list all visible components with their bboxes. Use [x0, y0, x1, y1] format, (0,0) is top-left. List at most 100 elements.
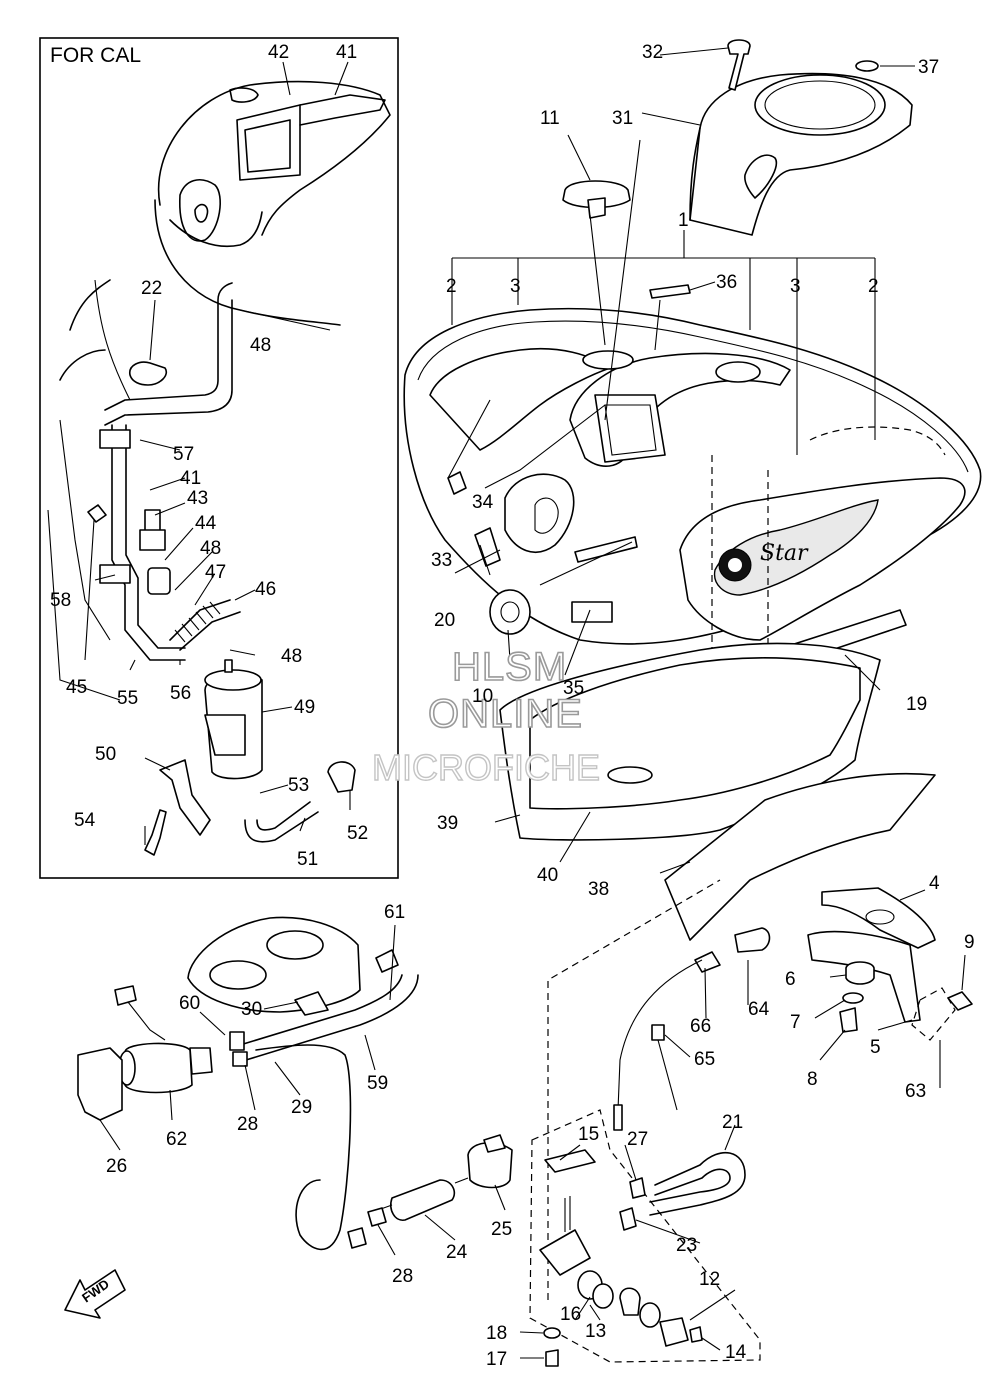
callout-3: 3 — [790, 276, 801, 297]
rollover-valve-43 — [139, 529, 166, 551]
callout-numbers: 1 2 2 3 3 4 5 6 7 8 9 10 11 12 13 14 15 … — [50, 42, 975, 1370]
callout-12: 12 — [699, 1269, 720, 1290]
callout-44: 44 — [195, 513, 217, 534]
part-44 — [147, 567, 171, 595]
damper-26 — [77, 1047, 123, 1121]
callout-8: 8 — [807, 1069, 818, 1090]
bolt-54 — [144, 809, 167, 856]
callout-56: 56 — [170, 683, 191, 704]
callout-36: 36 — [716, 272, 737, 293]
callout-29: 29 — [291, 1097, 312, 1118]
clamp-57 — [99, 429, 131, 449]
callout-26: 26 — [106, 1156, 127, 1177]
damper-36 — [649, 284, 691, 299]
hose-20 — [474, 527, 501, 567]
plate-14 — [659, 1317, 689, 1347]
callout-32: 32 — [642, 42, 663, 63]
callout-41: 41 — [336, 42, 357, 63]
callout-38: 38 — [588, 879, 609, 900]
callout-37: 37 — [918, 57, 939, 78]
callout-20: 20 — [434, 610, 455, 631]
callout-52: 52 — [347, 823, 368, 844]
callout-54: 54 — [74, 810, 96, 831]
clamp-27 — [629, 1177, 646, 1199]
watermark-line-1: HLSM — [452, 645, 567, 689]
tank-logo-text: Star — [760, 541, 809, 566]
callout-15: 15 — [578, 1124, 599, 1145]
clamp-28b — [367, 1207, 387, 1227]
part-52 — [327, 761, 356, 793]
callout-64: 64 — [748, 999, 770, 1020]
callout-66: 66 — [690, 1016, 711, 1037]
damper-10 — [489, 589, 531, 635]
callout-7: 7 — [790, 1012, 801, 1033]
callout-5: 5 — [870, 1037, 881, 1058]
bolt-9 — [947, 991, 973, 1011]
callout-46: 46 — [255, 579, 276, 600]
watermark-line-3: MICROFICHE — [372, 747, 600, 788]
callout-40: 40 — [537, 865, 558, 886]
callout-17: 17 — [486, 1349, 507, 1370]
callout-4: 4 — [929, 873, 940, 894]
callout-62: 62 — [166, 1129, 187, 1150]
callout-3: 3 — [510, 276, 521, 297]
filler-cap-11 — [562, 180, 631, 209]
callout-28: 28 — [392, 1266, 413, 1287]
fuel-tank-assembly: Star — [403, 39, 982, 1300]
fuel-pump-bracket — [594, 394, 666, 463]
fuel-cock-body — [539, 1229, 591, 1276]
grommet-33 — [447, 471, 467, 495]
forward-direction-badge: FWD — [64, 1269, 126, 1319]
hose-coil-47 — [169, 599, 241, 651]
callout-45: 45 — [66, 677, 87, 698]
callout-51: 51 — [297, 849, 318, 870]
inset-title: FOR CAL — [50, 44, 141, 67]
bracket-5 — [807, 930, 921, 1023]
o-ring-13 — [592, 1283, 614, 1309]
callout-28: 28 — [237, 1114, 258, 1135]
callout-59: 59 — [367, 1073, 388, 1094]
clamp-22 — [129, 361, 167, 386]
inset-frame — [39, 37, 399, 879]
washer-7 — [842, 992, 864, 1004]
callout-65: 65 — [694, 1049, 715, 1070]
callout-50: 50 — [95, 744, 116, 765]
callout-43: 43 — [187, 488, 208, 509]
clamp-28 — [232, 1051, 248, 1067]
fuel-pump-62 — [124, 1042, 193, 1094]
callout-55: 55 — [117, 688, 138, 709]
callout-48: 48 — [200, 538, 221, 559]
callout-41: 41 — [180, 468, 201, 489]
clamp-61 — [375, 949, 399, 973]
callout-58: 58 — [50, 590, 71, 611]
bracket-4 — [821, 887, 936, 949]
callout-23: 23 — [676, 1235, 697, 1256]
damper-35 — [571, 601, 613, 623]
fuel-cock-knob-64 — [734, 927, 771, 953]
bolt-8 — [839, 1007, 858, 1033]
cap-37 — [855, 60, 879, 72]
fuel-pump-assembly — [77, 916, 761, 1367]
callout-33: 33 — [431, 550, 452, 571]
callout-6: 6 — [785, 969, 796, 990]
callout-2: 2 — [868, 276, 879, 297]
callout-48: 48 — [250, 335, 271, 356]
bracket-50 — [159, 759, 211, 836]
callout-47: 47 — [205, 562, 226, 583]
callout-57: 57 — [173, 444, 194, 465]
callout-19: 19 — [906, 694, 927, 715]
callout-9: 9 — [964, 932, 975, 953]
california-inset: FOR CAL — [39, 37, 399, 879]
callout-49: 49 — [294, 697, 315, 718]
clamp-58 — [99, 564, 131, 584]
callout-61: 61 — [384, 902, 405, 923]
callout-53: 53 — [288, 775, 309, 796]
throttle-body-30 — [187, 916, 361, 1013]
callout-2: 2 — [446, 276, 457, 297]
cover-25 — [467, 1142, 513, 1189]
tank-emblem — [713, 499, 879, 596]
clamp-60 — [229, 1031, 245, 1051]
callout-34: 34 — [472, 492, 494, 513]
callout-30: 30 — [241, 999, 262, 1020]
callout-21: 21 — [722, 1112, 743, 1133]
